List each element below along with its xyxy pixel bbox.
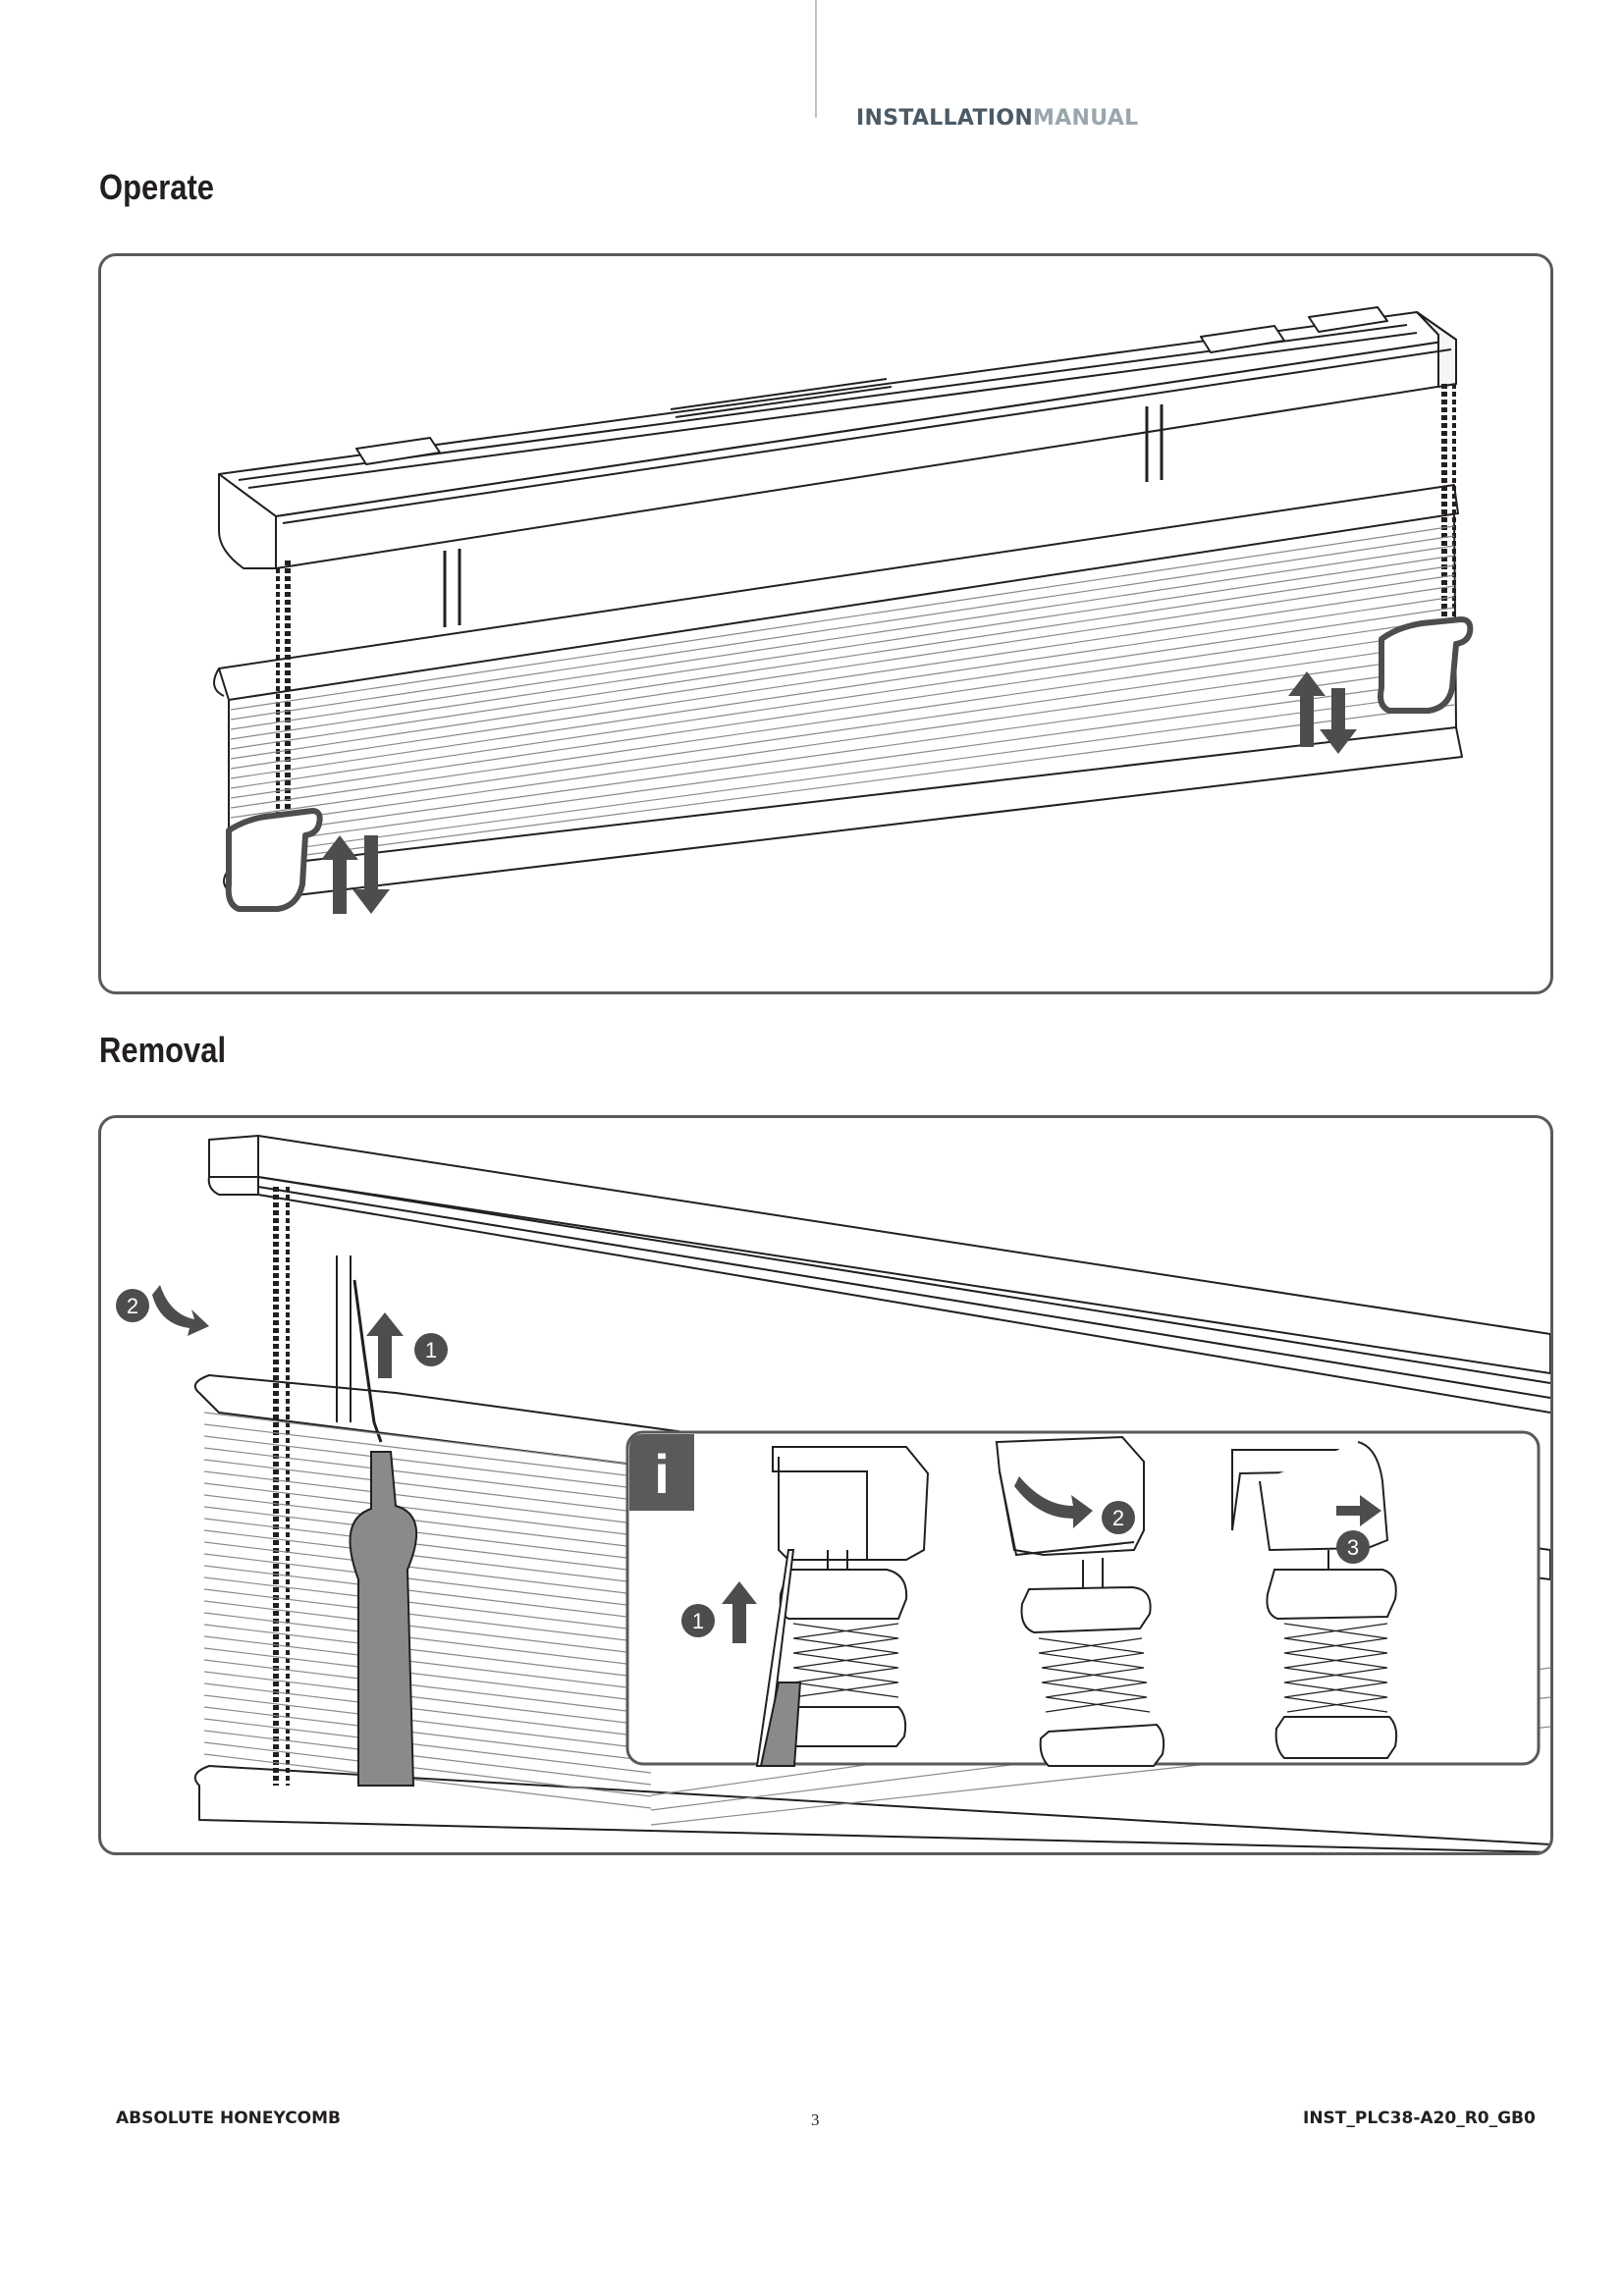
arrow-up-step1-icon [366,1312,404,1378]
header-title: INSTALLATIONMANUAL [856,106,1138,131]
removal-illustration: 2 1 i 1 [116,1135,1550,1852]
footer-page-number: 3 [811,2110,820,2129]
footer-document-code: INST_PLC38-A20_R0_GB0 [1303,2109,1536,2128]
info-step-2-arrow-icon [1014,1476,1093,1528]
arrow-down-left-icon [352,835,390,914]
info-step-3-arrow-icon [1336,1495,1381,1526]
info-icon: i [654,1443,670,1505]
operate-illustration [213,306,1474,914]
header-title-part2: MANUAL [1033,106,1139,131]
arrow-up-left-icon [321,835,358,914]
header-title-part1: INSTALLATION [856,106,1034,131]
info-step-1-arrow-icon [722,1581,757,1643]
info-step-2-circle [1102,1501,1135,1534]
info-step-2-label: 2 [1112,1506,1124,1530]
arrow-up-right-icon [1288,671,1326,747]
screwdriver-icon [349,1451,418,1787]
info-step-1-circle [681,1604,715,1637]
info-step-1-label: 1 [692,1609,704,1633]
hand-right-icon [1378,616,1474,714]
info-step-3-label: 3 [1347,1535,1359,1560]
footer-product: ABSOLUTE HONEYCOMB [116,2109,341,2128]
step-marker-2-label: 2 [127,1294,138,1318]
info-step-3-circle [1336,1530,1370,1564]
step-marker-2-circle [116,1289,149,1322]
section-title-operate: Operate [99,167,215,207]
step-marker-1-circle [414,1333,448,1366]
operate-illustration-panel [98,253,1553,994]
rotate-arrow-icon [152,1285,209,1336]
arrow-down-right-icon [1320,688,1357,754]
step-marker-1-label: 1 [425,1338,437,1362]
removal-illustration-panel: 2 1 i 1 [98,1115,1553,1855]
header-divider [815,0,817,118]
hand-left-icon [225,808,323,912]
section-title-removal: Removal [99,1030,227,1070]
